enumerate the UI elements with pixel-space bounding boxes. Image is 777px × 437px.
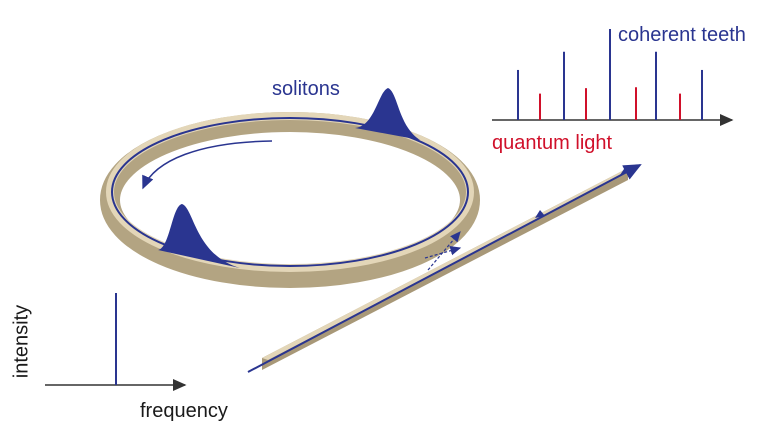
intensity-axis-label: intensity — [10, 304, 33, 379]
frequency-axis-label: frequency — [140, 400, 228, 422]
comb-spectrum — [492, 29, 734, 126]
soliton-pulse-right — [355, 88, 420, 140]
coherent-teeth-label: coherent teeth — [618, 24, 746, 46]
coupling-arrows — [424, 231, 462, 271]
soliton-pulse-left — [158, 204, 240, 268]
solitons-label: solitons — [272, 78, 340, 100]
quantum-light-label: quantum light — [492, 132, 613, 154]
bus-waveguide — [247, 164, 642, 373]
circulation-arrow — [142, 140, 273, 190]
single-line-spectrum — [45, 293, 187, 391]
ring-resonator — [100, 112, 480, 288]
